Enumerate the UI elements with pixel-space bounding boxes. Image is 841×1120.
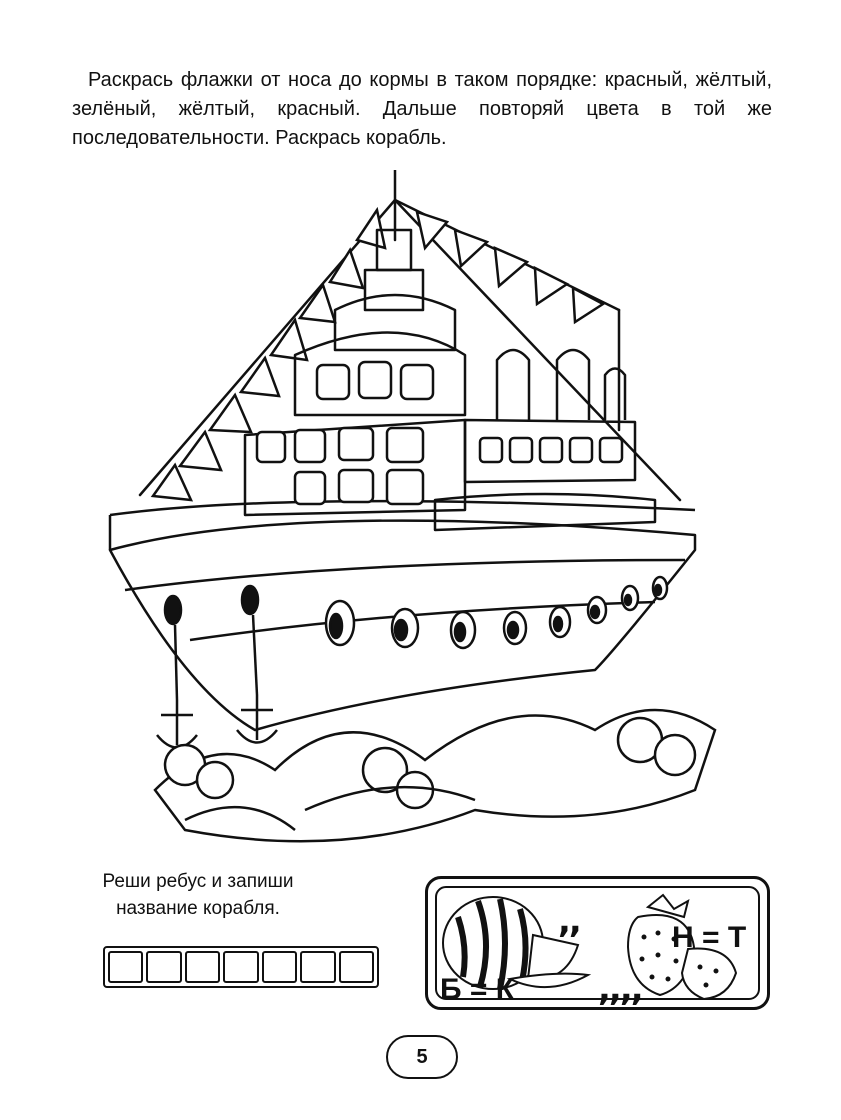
answer-box[interactable] <box>146 951 182 983</box>
instruction-text: Раскрась флажки от носа до кормы в таком… <box>72 69 772 149</box>
answer-box[interactable] <box>261 951 298 983</box>
rebus-formula-right: Н = Т <box>672 921 747 954</box>
answer-box[interactable] <box>223 951 259 983</box>
answer-box[interactable] <box>338 951 374 983</box>
ship-illustration <box>108 170 717 843</box>
portholes <box>324 575 669 650</box>
watermelon-icon <box>442 896 592 990</box>
flags-left <box>150 206 387 502</box>
rebus-commas-left: ,, <box>558 901 582 941</box>
rebus-task-text: Реши ребус и запиши название корабля. <box>102 871 294 919</box>
answer-box[interactable] <box>300 951 336 983</box>
page-number: 5 <box>386 1035 458 1079</box>
anchors <box>156 584 278 749</box>
rebus-formula-left: Б = К <box>440 973 515 1006</box>
flags-right <box>415 210 606 325</box>
answer-box[interactable] <box>108 951 144 983</box>
strawberry-icon <box>626 893 738 1001</box>
rebus-frame: ,, ,,,, Б = К Н = Т <box>425 876 770 1010</box>
answer-box[interactable] <box>184 951 221 983</box>
answer-boxes <box>103 946 379 988</box>
rebus-pictures <box>442 893 738 1001</box>
rebus-commas-right: ,,,, <box>598 969 644 1009</box>
waves <box>153 708 717 843</box>
